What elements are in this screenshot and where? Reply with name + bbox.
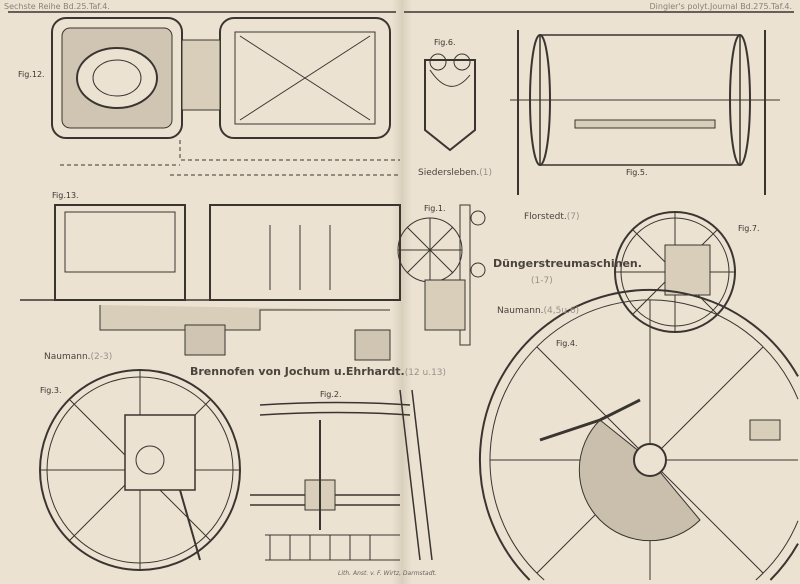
caption-ref: (4,5u.6)	[543, 306, 580, 316]
caption-text: Siedersleben.	[418, 168, 480, 178]
caption-text: Naumann.	[44, 352, 91, 362]
title-right: Düngerstreumaschinen.	[493, 257, 642, 270]
fig12-label: Fig.12.	[18, 70, 45, 79]
caption-text: Florstedt.	[524, 212, 567, 222]
title-right-ref: (1-7)	[531, 276, 553, 286]
fig3-label: Fig.3.	[40, 386, 62, 395]
title-left-caption: Brennofen von Jochum u.Ehrhardt.(12 u.13…	[190, 365, 446, 378]
fig5-label: Fig.5.	[626, 168, 648, 177]
fig4-wheel	[478, 288, 799, 581]
fig2-label: Fig.2.	[320, 390, 342, 399]
page-fold	[392, 0, 412, 584]
florstedt-caption: Florstedt.(7)	[524, 212, 580, 222]
siedersleben-caption: Siedersleben.(1)	[418, 168, 492, 178]
fig12-kiln-plan	[51, 17, 400, 176]
fig7-wheel	[614, 211, 736, 333]
caption-ref: (2-3)	[90, 352, 113, 362]
fig6-drum	[424, 53, 476, 152]
fig5-roller	[510, 30, 780, 195]
caption-ref: (7)	[566, 212, 580, 222]
caption-text: Brennofen von Jochum u.Ehrhardt.	[190, 365, 405, 378]
fig13-label: Fig.13.	[52, 191, 79, 200]
plate-header-right: Dingler's polyt.Journal Bd.275.Taf.4.	[649, 2, 793, 11]
naumann-right-caption: Naumann.(4,5u.6)	[497, 306, 579, 316]
caption-ref: (12 u.13)	[404, 368, 447, 378]
imprint: Lith. Anst. v. F. Wirtz, Darmstadt.	[338, 570, 437, 577]
fig6-label: Fig.6.	[434, 38, 456, 47]
fig7-label: Fig.7.	[738, 224, 760, 233]
fig3-wheel	[39, 369, 241, 571]
fig1-label: Fig.1.	[424, 204, 446, 213]
fig2-section	[250, 389, 433, 561]
fig1-spreader	[397, 204, 486, 346]
caption-text: Naumann.	[497, 306, 544, 316]
caption-ref: (1)	[479, 168, 492, 178]
fig4-label: Fig.4.	[556, 339, 578, 348]
naumann-left-caption: Naumann.(2-3)	[44, 352, 112, 362]
plate-header-left: Sechste Reihe Bd.25.Taf.4.	[4, 2, 110, 11]
fig13-kiln-section	[20, 204, 401, 361]
